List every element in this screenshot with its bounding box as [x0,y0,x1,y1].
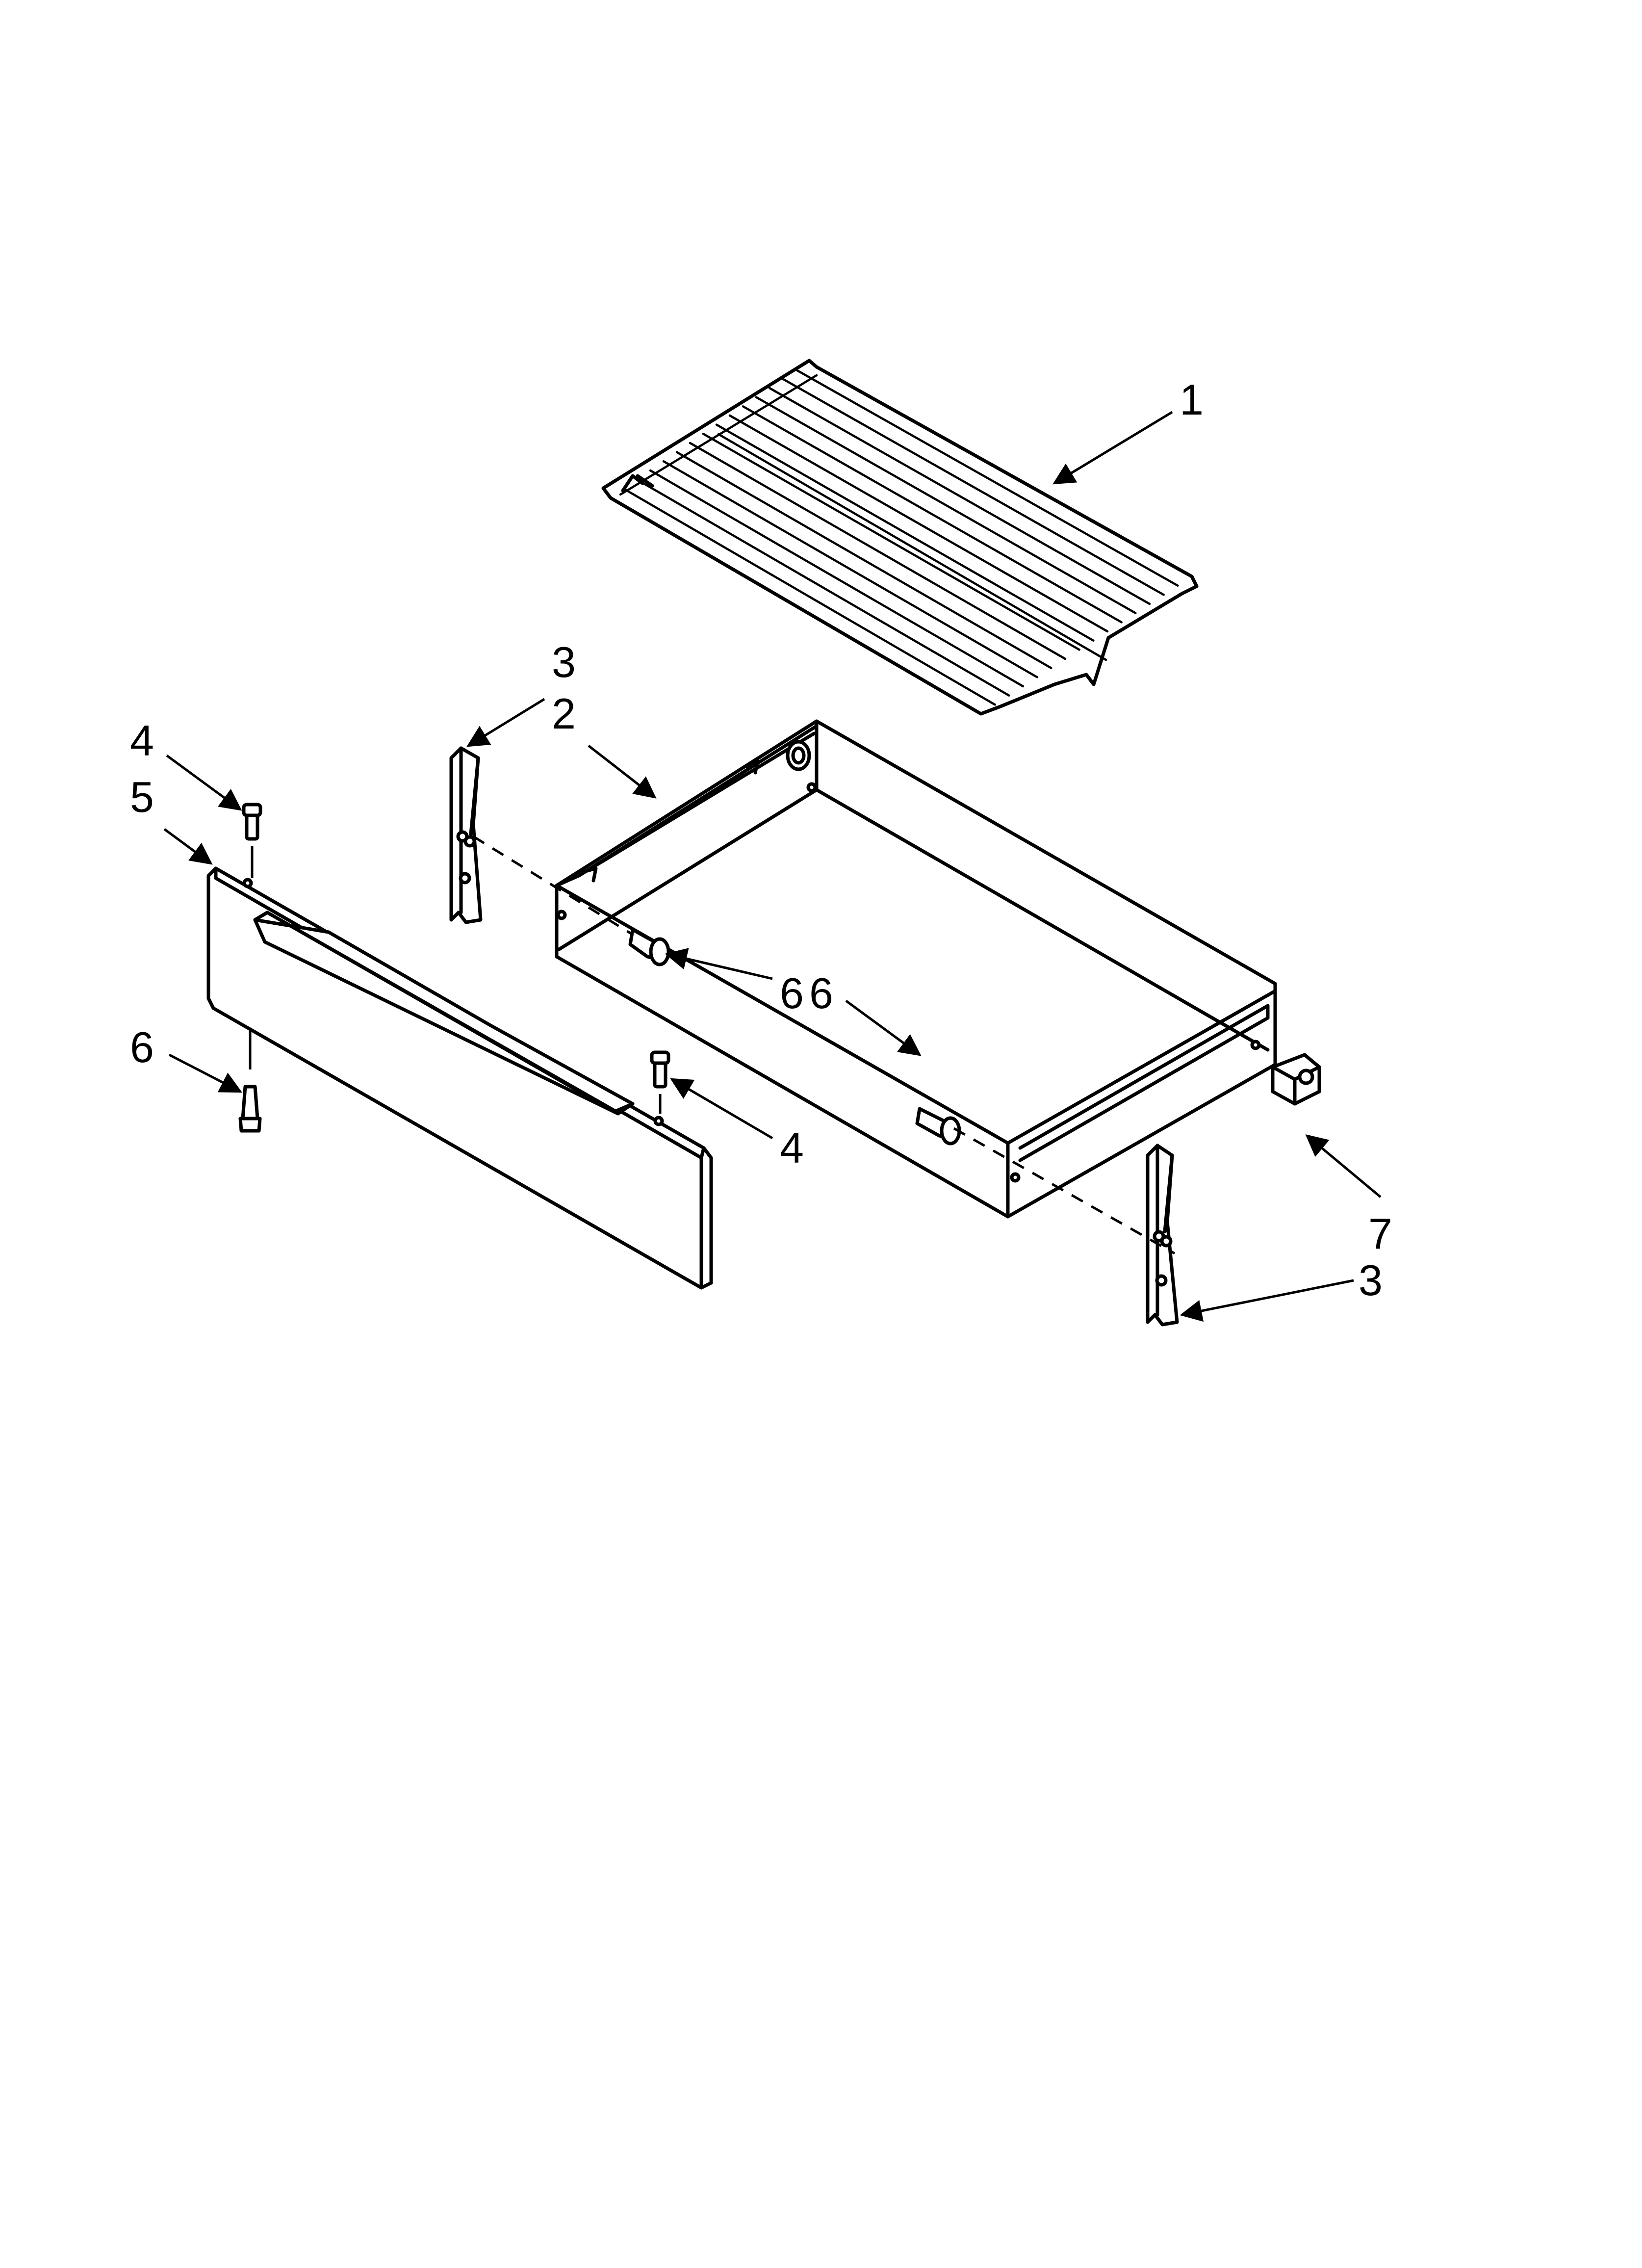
rack-wire [781,378,1165,596]
callout-label: 3 [1359,1256,1383,1304]
rack-wire [755,396,1137,614]
rack-wire [742,405,1123,624]
callout-label: 6 [130,1023,154,1071]
screw-4-right [650,1050,670,1114]
leader-arrows [163,411,1382,1322]
clip [1271,1053,1321,1106]
rack-wire [702,433,1080,651]
rack-wire [649,469,1025,688]
drawer-front-panel [206,866,713,1290]
oven-rack [601,359,1199,716]
rack-wire [768,387,1151,605]
rack-wire [675,451,1052,669]
rack-wire [689,442,1067,660]
callout-label: 5 [130,773,154,821]
rack-wire [662,460,1038,678]
callout-label: 3 [552,638,576,686]
callout-label: 6 [809,969,833,1017]
drawer-slide-bracket-left [449,746,483,924]
rack-wire [728,414,1109,633]
rack-wire [715,423,1095,642]
assembly-lines [472,835,1176,1255]
screw-6-left [238,1030,262,1133]
screw-4-left [242,803,262,878]
drawer-box [555,719,1277,1219]
callout-label: 4 [780,1123,804,1172]
callout-label: 6 [780,969,804,1017]
callout-label: 1 [1180,375,1204,424]
callout-label: 7 [1368,1209,1392,1258]
drawer-slide-bracket-right [1146,1144,1179,1327]
callout-labels: 1 2 3 3 4 4 5 6 6 6 7 [130,375,1392,1304]
rack-wire [795,368,1179,587]
callout-label: 4 [130,716,154,765]
rack-wire [636,478,1010,697]
callout-label: 2 [552,689,576,738]
rack-wire [622,488,996,706]
